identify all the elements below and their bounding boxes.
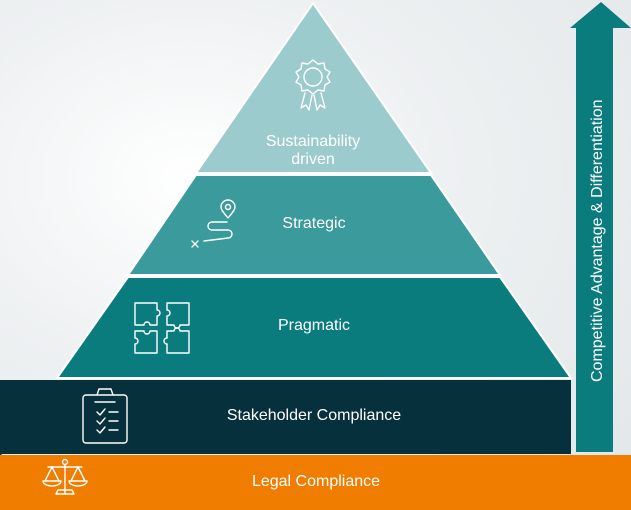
tier-legal-compliance xyxy=(0,455,631,510)
tier-label-sustainability: Sustainability driven xyxy=(213,133,413,169)
tier-label-legal-text: Legal Compliance xyxy=(251,473,381,490)
scales-icon xyxy=(42,458,88,495)
tier-label-pragmatic: Pragmatic xyxy=(214,317,414,335)
puzzle-icon xyxy=(134,302,190,354)
tier-label-sustainability-line1: Sustainability xyxy=(265,133,361,150)
tier-label-stakeholder: Stakeholder Compliance xyxy=(164,407,464,425)
tier-sustainability-driven xyxy=(194,1,433,174)
clipboard-checklist-icon xyxy=(82,388,128,444)
tier-strategic xyxy=(126,174,502,276)
award-medal-icon xyxy=(295,59,331,111)
tier-stakeholder-compliance-base xyxy=(0,380,571,454)
tier-label-sustainability-line2: driven xyxy=(291,151,335,168)
competitive-advantage-arrow xyxy=(570,2,631,452)
route-pin-icon xyxy=(191,199,236,248)
tier-label-strategic: Strategic xyxy=(214,215,414,233)
arrow-label-competitive-advantage: Competitive Advantage & Differentiation xyxy=(589,98,606,382)
tier-label-stakeholder-text: Stakeholder Compliance xyxy=(226,407,402,424)
tier-label-legal: Legal Compliance xyxy=(166,473,466,491)
tier-label-pragmatic-text: Pragmatic xyxy=(277,317,351,334)
tier-label-strategic-text: Strategic xyxy=(282,215,346,232)
